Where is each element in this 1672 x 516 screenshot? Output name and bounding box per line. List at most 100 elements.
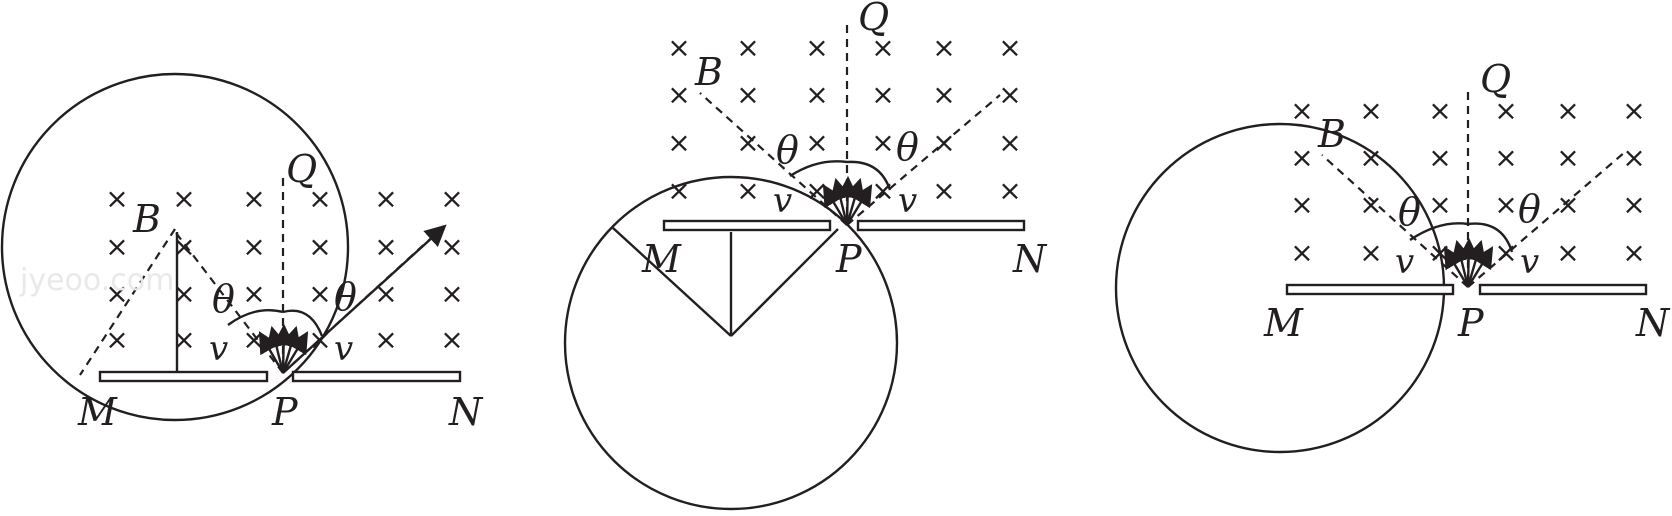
field-cross-mark: × (1359, 141, 1382, 174)
p3-label-M: M (1263, 301, 1304, 345)
p1-label-theta-left: θ (212, 277, 235, 321)
p3-label-P: P (1457, 301, 1485, 345)
p3-theta-arc-left (1409, 222, 1469, 241)
watermark: jyeoo.com (19, 263, 174, 298)
field-cross-mark: × (242, 182, 265, 215)
p1-trajectory-circle (0, 72, 350, 422)
p2-radius-to-P (730, 228, 839, 337)
field-cross-mark: × (374, 182, 397, 215)
field-cross-mark: × (242, 323, 265, 356)
field-cross-mark: × (805, 31, 828, 64)
field-cross-mark: × (1622, 94, 1645, 127)
p3-dashed-right-boundary (1467, 151, 1626, 288)
p3-label-N: N (1635, 301, 1671, 345)
field-cross-mark: × (736, 126, 759, 159)
p1-label-M: M (77, 390, 118, 434)
p2-label-M: M (641, 237, 682, 281)
p1-label-B: B (132, 197, 161, 241)
p3-label-v-right: v (1520, 242, 1539, 282)
field-cross-mark: × (1622, 188, 1645, 221)
field-cross-mark: × (1290, 94, 1313, 127)
field-cross-mark: × (172, 230, 195, 263)
field-cross-mark: × (667, 31, 690, 64)
p3-plate-MP (1285, 283, 1455, 296)
p2-dashed-right-boundary (846, 94, 1001, 226)
p3-label-theta-left: θ (1398, 190, 1421, 234)
panel-2: ×××××××××××××××××××××××× B Q θ θ v v M P… (563, 0, 1048, 511)
field-cross-mark: × (1622, 141, 1645, 174)
p2-plate-PN (856, 219, 1026, 232)
field-cross-mark: × (667, 126, 690, 159)
field-cross-mark: × (736, 31, 759, 64)
p3-dashed-left-boundary (1321, 154, 1469, 288)
p3-label-v-left: v (1395, 242, 1414, 282)
field-cross-mark: × (1359, 94, 1382, 127)
p2-plate-MP (662, 219, 832, 232)
p2-trajectory-circle (563, 175, 899, 511)
field-cross-mark: × (998, 78, 1021, 111)
p2-label-N: N (1012, 237, 1048, 281)
field-cross-mark: × (1494, 236, 1517, 269)
p2-theta-arc-right (846, 160, 892, 191)
p3-label-B: B (1317, 112, 1346, 156)
field-cross-mark: × (440, 230, 463, 263)
field-cross-mark: × (1290, 141, 1313, 174)
field-cross-mark: × (871, 78, 894, 111)
field-cross-mark: × (1556, 141, 1579, 174)
field-cross-mark: × (871, 174, 894, 207)
field-cross-mark: × (1359, 188, 1382, 221)
field-cross-mark: × (1428, 141, 1451, 174)
field-cross-mark: × (1290, 236, 1313, 269)
field-cross-mark: × (805, 78, 828, 111)
field-cross-mark: × (105, 277, 128, 310)
p2-label-Q: Q (858, 0, 889, 39)
p2-label-v-left: v (773, 181, 792, 221)
field-cross-mark: × (308, 230, 331, 263)
field-cross-mark: × (998, 174, 1021, 207)
p1-label-v-right: v (334, 329, 353, 369)
p1-velocity-arrow (266, 325, 288, 374)
p3-velocity-arrow (1443, 246, 1470, 288)
p3-plate-PN (1478, 283, 1648, 296)
field-cross-mark: × (871, 31, 894, 64)
p2-radius-to-chord (612, 227, 732, 337)
field-cross-mark: × (308, 277, 331, 310)
p3-magnetic-field-crosses: ×××××××××××××××××××××××× (1290, 94, 1645, 269)
field-cross-mark: × (1428, 188, 1451, 221)
field-cross-mark: × (242, 230, 265, 263)
p1-label-theta-right: θ (334, 275, 357, 319)
field-cross-mark: × (1556, 188, 1579, 221)
field-cross-mark: × (308, 182, 331, 215)
p3-label-theta-right: θ (1518, 187, 1541, 231)
field-cross-mark: × (440, 182, 463, 215)
p2-magnetic-field-crosses: ×××××××××××××××××××××××× (667, 31, 1021, 207)
field-cross-mark: × (105, 230, 128, 263)
field-cross-mark: × (172, 323, 195, 356)
p2-velocity-arrow (822, 184, 849, 226)
p2-label-B: B (694, 50, 723, 94)
field-cross-mark: × (440, 323, 463, 356)
field-cross-mark: × (1622, 236, 1645, 269)
p2-label-P: P (835, 237, 863, 281)
p2-label-v-right: v (898, 181, 917, 221)
field-cross-mark: × (1494, 94, 1517, 127)
p1-label-N: N (448, 390, 484, 434)
field-cross-mark: × (374, 277, 397, 310)
field-cross-mark: × (667, 174, 690, 207)
p1-plate-PN (291, 370, 462, 383)
field-cross-mark: × (1556, 94, 1579, 127)
p3-velocity-arrow (1466, 246, 1494, 288)
p3-label-Q: Q (1480, 57, 1511, 101)
p1-velocity-arrow (281, 331, 309, 374)
p2-theta-arc-left (789, 160, 848, 178)
field-cross-mark: × (374, 230, 397, 263)
field-cross-mark: × (1494, 188, 1517, 221)
p1-theta-arc-left (227, 308, 284, 326)
field-cross-mark: × (105, 323, 128, 356)
field-cross-mark: × (1428, 94, 1451, 127)
field-cross-mark: × (736, 174, 759, 207)
field-cross-mark: × (932, 31, 955, 64)
field-cross-mark: × (1494, 141, 1517, 174)
p1-theta-arc-right (282, 309, 324, 337)
field-cross-mark: × (932, 78, 955, 111)
